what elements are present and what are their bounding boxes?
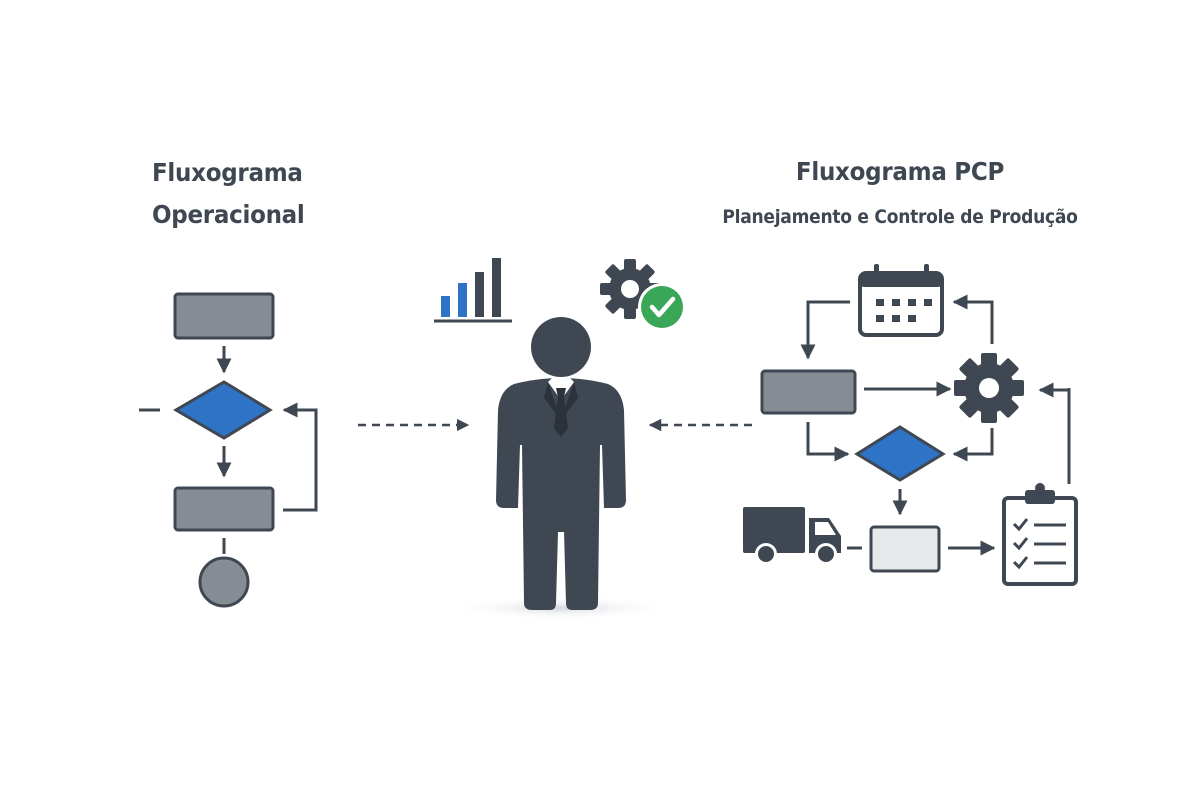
bar-chart-icon: [434, 258, 512, 323]
left-process-box-top: [173, 292, 275, 340]
calendar-icon: [858, 264, 944, 337]
clipboard-checklist-icon: [1002, 483, 1078, 586]
person-lapel-right: [561, 382, 578, 420]
person-tie: [554, 388, 568, 437]
person-lapel-left: [544, 382, 561, 420]
person-body: [496, 378, 626, 610]
arrow-gear-to-decision: [952, 428, 994, 462]
gear-icon: [954, 353, 1024, 423]
left-flow-title: Fluxograma Operacional: [152, 152, 336, 236]
left-decision-diamond: [173, 380, 273, 440]
gear-check-icon: [600, 259, 686, 331]
operational-flowchart: [139, 292, 318, 608]
delivery-truck-icon: [743, 507, 841, 565]
arrow-calendar-to-process: [800, 300, 850, 360]
pcp-process-box: [760, 369, 857, 415]
arrow-process-to-decision: [806, 422, 850, 462]
right-flow-subtitle: Planejamento e Controle de Produção: [722, 206, 1078, 228]
left-flow-title-line2: Operacional: [152, 200, 305, 229]
person-shadow: [449, 596, 673, 620]
left-process-box-bottom: [173, 486, 275, 532]
left-flow-title-line1: Fluxograma: [152, 158, 303, 187]
arrow-gear-to-calendar: [952, 294, 994, 344]
pcp-light-box: [869, 525, 941, 573]
left-end-terminal: [198, 556, 250, 608]
pcp-decision-diamond: [854, 425, 946, 482]
person-head: [531, 317, 591, 377]
left-feedback-loop: [282, 402, 318, 512]
pcp-flowchart: [743, 264, 1078, 586]
manager-person-icon: [449, 317, 673, 620]
right-flow-title: Fluxograma PCP: [795, 157, 1005, 186]
